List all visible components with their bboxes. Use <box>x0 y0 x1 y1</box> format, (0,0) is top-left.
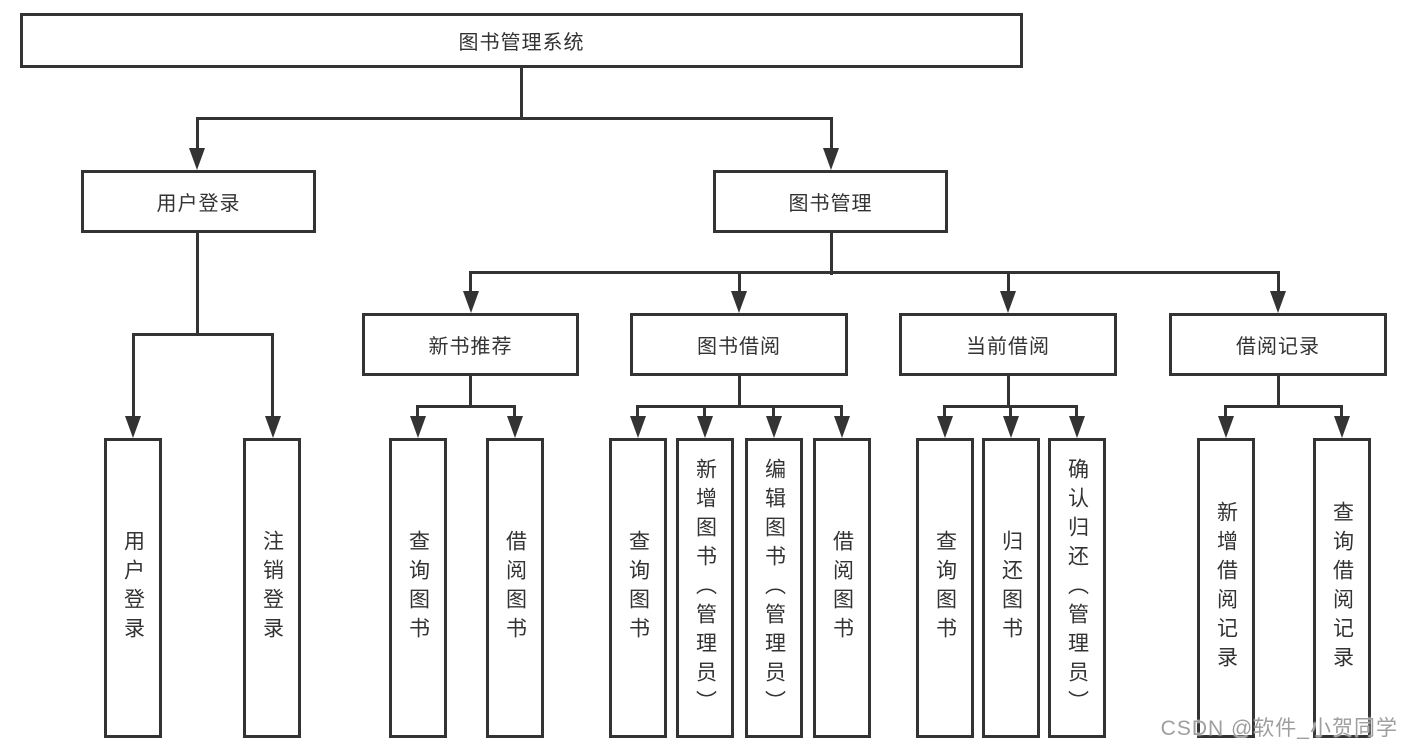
node-br-query: 查询借阅记录 <box>1313 438 1371 738</box>
connector-line <box>195 233 199 336</box>
node-new-book-rec: 新书推荐 <box>362 313 579 376</box>
arrowhead-down-icon <box>823 148 839 170</box>
connector-line <box>469 272 472 295</box>
connector-line <box>840 406 843 420</box>
node-label: 用户登录 <box>156 193 241 215</box>
node-label: 新书推荐 <box>428 336 513 358</box>
connector-line <box>1009 406 1012 420</box>
arrowhead-down-icon <box>264 416 281 438</box>
connector-line <box>513 406 516 420</box>
connector-line <box>271 334 274 420</box>
node-book-borrow: 图书借阅 <box>630 313 848 376</box>
node-label: 图书管理系统 <box>458 32 585 54</box>
node-label: 借阅图书 <box>830 530 854 646</box>
node-label: 注销登录 <box>260 530 284 646</box>
node-label: 图书管理 <box>788 193 873 215</box>
node-label: 查询图书 <box>933 530 957 646</box>
connector-line <box>943 406 946 420</box>
connector-line <box>1224 404 1343 408</box>
node-label: 新增借阅记录 <box>1214 501 1238 675</box>
arrowhead-down-icon <box>125 416 141 438</box>
node-label: 查询图书 <box>626 530 650 646</box>
node-bb-edit: 编辑图书（管理员） <box>745 438 803 738</box>
connector-line <box>131 334 135 420</box>
node-borrow-records: 借阅记录 <box>1169 313 1387 376</box>
connector-line <box>1006 376 1010 408</box>
arrowhead-down-icon <box>1068 416 1085 438</box>
connector-line <box>737 272 741 295</box>
connector-line <box>519 68 523 120</box>
connector-line <box>772 406 775 420</box>
connector-line <box>416 404 516 408</box>
node-label: 借阅图书 <box>503 530 527 646</box>
arrowhead-down-icon <box>506 416 523 438</box>
arrowhead-down-icon <box>409 416 426 438</box>
connector-line <box>131 332 274 336</box>
connector-line <box>829 233 833 275</box>
node-label: 查询图书 <box>406 530 430 646</box>
connector-line <box>195 118 199 152</box>
node-nb-query: 查询图书 <box>389 438 447 738</box>
connector-line <box>416 406 419 420</box>
node-bb-borrow: 借阅图书 <box>813 438 871 738</box>
arrowhead-down-icon <box>833 416 850 438</box>
node-logout: 注销登录 <box>243 438 301 738</box>
arrowhead-down-icon <box>189 148 205 170</box>
connector-line <box>1006 272 1010 295</box>
node-cb-return: 归还图书 <box>982 438 1040 738</box>
connector-line <box>1276 272 1280 295</box>
arrowhead-down-icon <box>731 291 747 313</box>
node-current-borrow: 当前借阅 <box>899 313 1117 376</box>
node-label: 编辑图书（管理员） <box>762 457 786 719</box>
node-user-login: 用户登录 <box>104 438 162 738</box>
node-label: 当前借阅 <box>966 336 1050 358</box>
connector-line <box>636 404 843 408</box>
node-book-mgmt: 图书管理 <box>713 170 948 233</box>
connector-line <box>943 404 1078 408</box>
connector-line <box>737 376 741 408</box>
arrowhead-down-icon <box>1002 416 1019 438</box>
watermark: CSDN @软件_小贺同学 <box>1160 717 1398 740</box>
connector-line <box>829 118 833 152</box>
node-label: 用户登录 <box>121 530 145 646</box>
connector-line <box>703 406 706 420</box>
node-label: 图书借阅 <box>697 336 781 358</box>
connector-line <box>636 406 639 420</box>
arrowhead-down-icon <box>1333 416 1350 438</box>
arrowhead-down-icon <box>1000 291 1016 313</box>
node-bb-add: 新增图书（管理员） <box>676 438 734 738</box>
connector-line <box>1224 406 1227 420</box>
arrowhead-down-icon <box>462 291 479 313</box>
arrowhead-down-icon <box>1217 416 1234 438</box>
node-bb-query: 查询图书 <box>609 438 667 738</box>
arrowhead-down-icon <box>765 416 782 438</box>
connector-line <box>469 376 472 408</box>
connector-line <box>195 116 833 120</box>
node-label: 借阅记录 <box>1236 336 1320 358</box>
connector-line <box>1340 406 1343 420</box>
node-label: 归还图书 <box>999 530 1023 646</box>
node-label: 查询借阅记录 <box>1330 501 1354 675</box>
connector-line <box>1075 406 1078 420</box>
arrowhead-down-icon <box>1270 291 1286 313</box>
node-root: 图书管理系统 <box>20 13 1023 68</box>
arrowhead-down-icon <box>936 416 953 438</box>
node-cb-confirm: 确认归还（管理员） <box>1048 438 1106 738</box>
node-br-add: 新增借阅记录 <box>1197 438 1255 738</box>
arrowhead-down-icon <box>696 416 713 438</box>
connector-line <box>1276 376 1280 408</box>
connector-line <box>469 270 1280 274</box>
node-label: 新增图书（管理员） <box>693 457 717 719</box>
arrowhead-down-icon <box>629 416 646 438</box>
node-nb-borrow: 借阅图书 <box>486 438 544 738</box>
node-user-login-group: 用户登录 <box>81 170 316 233</box>
node-label: 确认归还（管理员） <box>1065 457 1089 719</box>
node-cb-query: 查询图书 <box>916 438 974 738</box>
